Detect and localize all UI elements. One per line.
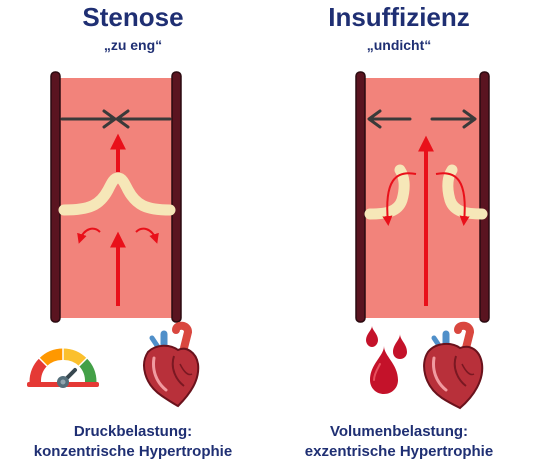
heart-icon <box>143 321 200 408</box>
regurgitation-arrow-left <box>382 172 417 226</box>
insufficiency-caption: Volumenbelastung: exzentrische Hypertrop… <box>266 422 532 462</box>
valve-leaflet-right <box>442 164 488 220</box>
vessel-wall-left <box>50 71 61 323</box>
stenosis-caption-line2: konzentrische Hypertrophie <box>33 443 233 460</box>
turbulence-arrow-left <box>77 227 101 244</box>
insufficiency-title: Insuffizienz <box>328 2 470 32</box>
regurgitation-arrow-right <box>435 172 470 226</box>
stenosis-title: Stenose <box>82 2 184 32</box>
narrowing-arrows <box>60 109 172 129</box>
insufficiency-caption-line1: Volumenbelastung: <box>329 423 469 440</box>
stenosis-caption-line1: Druckbelastung: <box>73 423 193 440</box>
stenosis-caption: Druckbelastung: konzentrische Hypertroph… <box>0 422 266 462</box>
vessel-wall-right <box>479 71 490 323</box>
pressure-gauge-icon <box>27 347 99 388</box>
vessel-wall-left <box>355 71 366 323</box>
insufficiency-panel: Insuffizienz „undicht“ <box>266 0 532 472</box>
insufficiency-diagram <box>355 71 490 410</box>
turbulence-arrow-right <box>135 227 159 244</box>
stenotic-valve <box>58 172 176 216</box>
blood-drops-icon <box>366 326 407 394</box>
heart-icon <box>423 321 484 410</box>
insufficiency-subtitle: „undicht“ <box>366 37 432 53</box>
stenosis-diagram <box>27 71 200 408</box>
vessel-wall-right <box>171 71 182 323</box>
stenosis-panel: Stenose „zu eng“ <box>0 0 266 472</box>
dilation-arrows <box>367 109 477 129</box>
stenosis-subtitle: „zu eng“ <box>103 37 163 53</box>
valve-leaflet-left <box>364 164 410 220</box>
insufficiency-caption-line2: exzentrische Hypertrophie <box>304 443 494 460</box>
